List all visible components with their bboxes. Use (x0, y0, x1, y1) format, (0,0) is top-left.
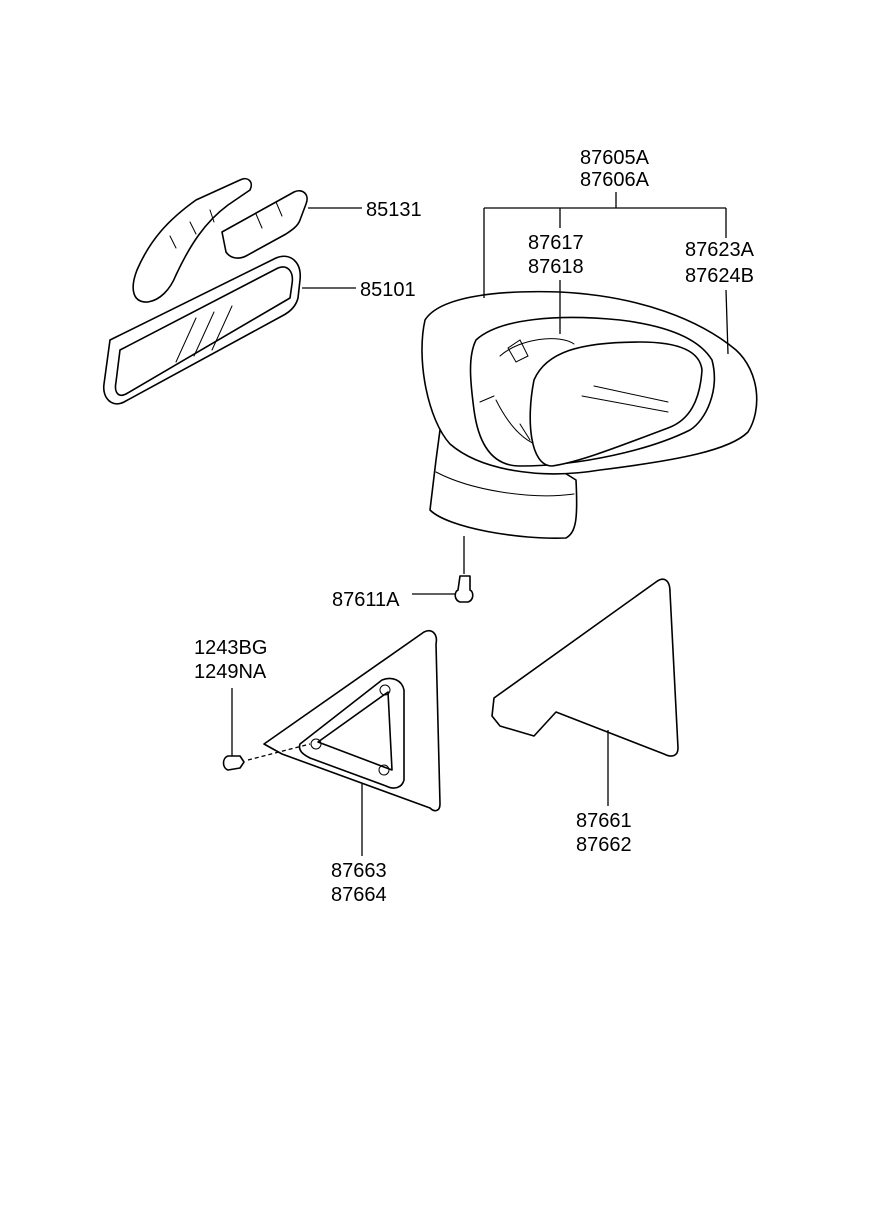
mirror-bracket-87663 (263, 629, 441, 812)
label-87617: 87617 (528, 232, 584, 254)
mirror-cover-87661 (491, 578, 679, 757)
label-87618: 87618 (528, 256, 584, 278)
mirror-cover-85131 (132, 177, 308, 303)
label-87611A: 87611A (332, 589, 400, 611)
part-labels: 85131 85101 87605A 87606A 87617 87618 87… (194, 147, 755, 906)
leader-lines (231, 192, 729, 856)
label-87662: 87662 (576, 834, 632, 856)
label-87605A: 87605A (580, 147, 650, 169)
inside-mirror-85101 (102, 255, 301, 405)
screw-87611A (454, 575, 474, 603)
label-87606A: 87606A (580, 169, 650, 191)
bolt-1243BG (222, 755, 245, 771)
label-85131: 85131 (366, 199, 422, 221)
label-87664: 87664 (331, 884, 387, 906)
label-87624B: 87624B (685, 265, 754, 287)
outside-mirror-assembly-87605A (421, 290, 758, 540)
label-87663: 87663 (331, 860, 387, 882)
label-85101: 85101 (360, 279, 416, 301)
label-1243BG: 1243BG (194, 637, 267, 659)
label-87661: 87661 (576, 810, 632, 832)
label-87623A: 87623A (685, 239, 755, 261)
label-1249NA: 1249NA (194, 661, 267, 683)
